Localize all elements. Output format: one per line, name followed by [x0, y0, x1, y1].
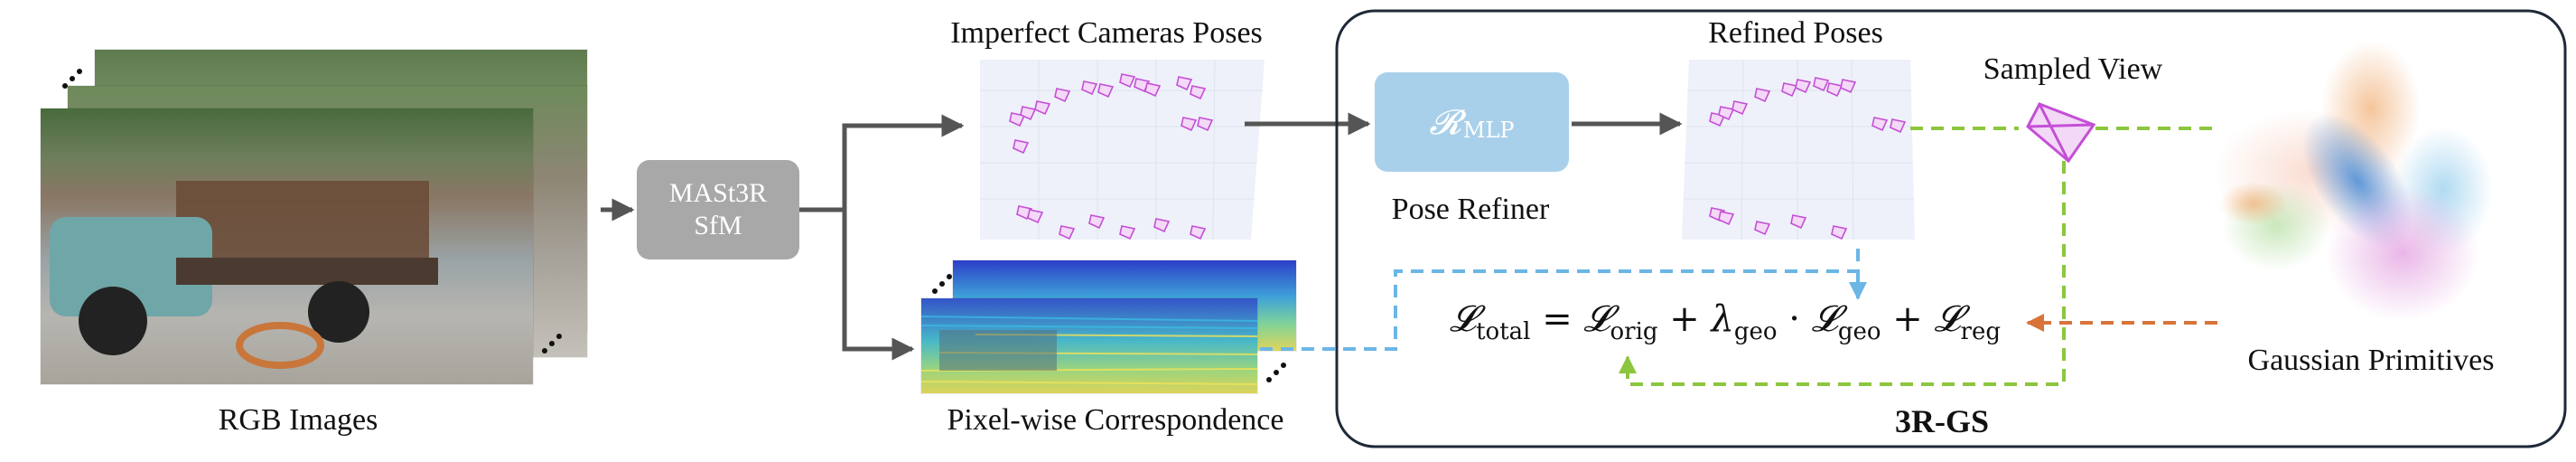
3r-gs-frame	[1335, 9, 2567, 448]
pose-refiner-label: Pose Refiner	[1391, 193, 1550, 226]
truck-illustration	[50, 181, 438, 369]
sfm-label: SfM	[694, 211, 742, 240]
refined-poses-label: Refined Poses	[1708, 16, 1883, 50]
loss-total-symbol: 𝓛	[1450, 298, 1477, 340]
rgb-image-front	[41, 108, 533, 384]
sampled-view-label: Sampled View	[1983, 52, 2163, 86]
imperfect-poses-label: Imperfect Cameras Poses	[950, 16, 1263, 50]
dot-operator: ·	[1788, 298, 1800, 340]
sampled-view-camera-icon	[2026, 102, 2096, 164]
lambda-symbol: λ	[1711, 298, 1734, 340]
imperfect-poses-panel	[980, 60, 1265, 240]
mast3r-sfm-text: MASt3R SfM	[637, 160, 799, 259]
gaussian-primitives-label: Gaussian Primitives	[2247, 344, 2495, 377]
loss-reg-sub: reg	[1960, 318, 2002, 345]
dashed-green-loop	[1619, 161, 2066, 386]
mast3r-sfm-box	[637, 160, 799, 259]
rgb-images-label: RGB Images	[218, 403, 378, 437]
loss-total-sub: total	[1476, 318, 1531, 345]
equals-sign: =	[1542, 298, 1573, 340]
3r-gs-title: 3R-GS	[1894, 403, 1990, 439]
loss-geo-sub: geo	[1837, 318, 1881, 345]
lambda-sub: geo	[1733, 318, 1778, 345]
loss-orig-symbol: 𝓛	[1583, 298, 1610, 340]
mlp-symbol: 𝓡	[1429, 101, 1461, 142]
stack-ellipsis	[62, 69, 1286, 382]
loss-equation: 𝓛total = 𝓛orig + λgeo · 𝓛geo + 𝓛reg	[1450, 298, 2001, 345]
gaussian-primitives-blobs	[2213, 41, 2493, 321]
split-arrows	[799, 114, 965, 361]
plus-sign-1: +	[1669, 298, 1700, 340]
pose-refiner-mlp-box	[1375, 72, 1569, 172]
mlp-text: 𝓡 MLP	[1375, 72, 1569, 172]
mast3r-label: MASt3R	[668, 178, 768, 208]
pixel-correspondence-label: Pixel-wise Correspondence	[947, 403, 1284, 437]
loss-orig-sub: orig	[1610, 318, 1658, 345]
loss-reg-symbol: 𝓛	[1934, 298, 1961, 340]
correspondence-image-front	[921, 298, 1257, 393]
plus-sign-2: +	[1892, 298, 1923, 340]
loss-geo-symbol: 𝓛	[1811, 298, 1838, 340]
mlp-subscript: MLP	[1462, 118, 1515, 143]
correspondence-lines	[921, 316, 1257, 385]
refined-poses-panel	[1682, 60, 1915, 240]
dashed-blue-correspondence	[1260, 249, 1860, 351]
